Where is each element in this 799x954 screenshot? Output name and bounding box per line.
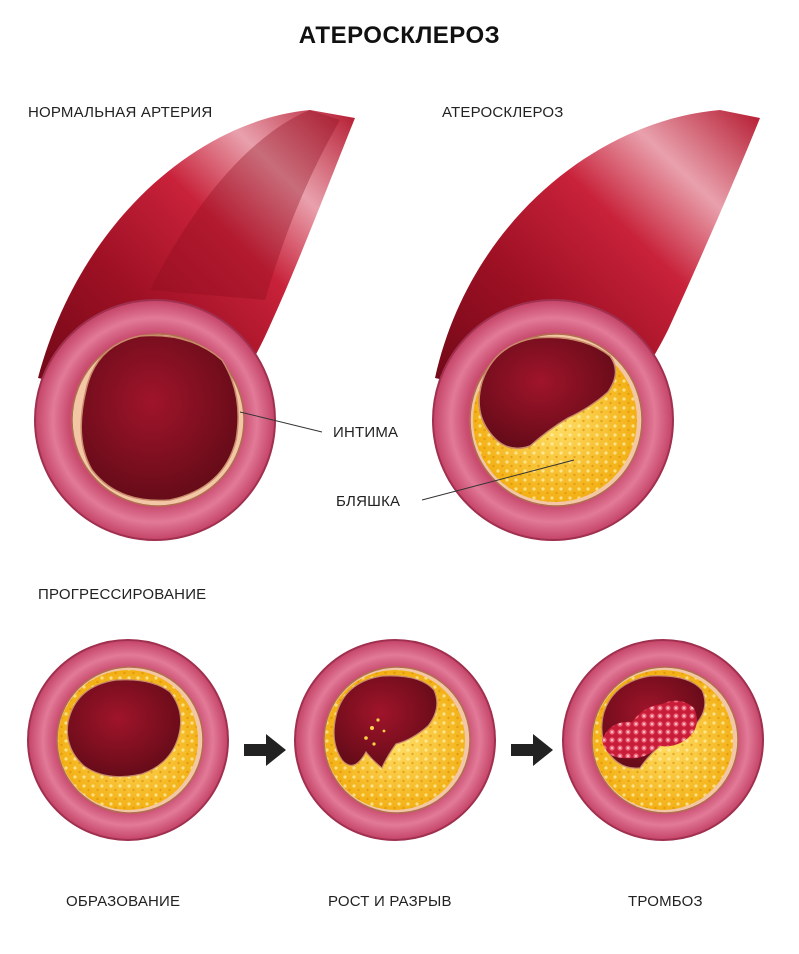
- atherosclerosis-caption: АТЕРОСКЛЕРОЗ: [442, 104, 564, 121]
- plaque-label: БЛЯШКА: [336, 493, 401, 510]
- stage-thrombosis-illustration: [562, 639, 764, 841]
- intima-leader-line: [239, 411, 323, 433]
- plaque-leader-line: [421, 459, 575, 501]
- progression-caption: ПРОГРЕССИРОВАНИЕ: [38, 586, 207, 603]
- intima-label: ИНТИМА: [333, 424, 399, 441]
- stage-formation-label: ОБРАЗОВАНИЕ: [66, 893, 181, 910]
- normal-artery-back: [150, 110, 340, 300]
- atherosclerosis-artery-lumen: [478, 336, 617, 450]
- normal-artery-caption: НОРМАЛЬНАЯ АРТЕРИЯ: [28, 104, 213, 121]
- stage-formation-illustration: [27, 639, 229, 841]
- arrow-formation-to-rupture: [244, 734, 286, 766]
- diagram-title: АТЕРОСКЛЕРОЗ: [298, 22, 501, 49]
- stage-rupture-label: РОСТ И РАЗРЫВ: [328, 893, 452, 910]
- normal-artery-lumen: [80, 334, 239, 502]
- atherosclerosis-artery-illustration: [432, 110, 760, 541]
- stage-rupture-illustration: [294, 639, 496, 841]
- normal-artery-illustration: [34, 110, 355, 541]
- arrow-rupture-to-thrombosis: [511, 734, 553, 766]
- stage-thrombosis-label: ТРОМБОЗ: [628, 893, 703, 910]
